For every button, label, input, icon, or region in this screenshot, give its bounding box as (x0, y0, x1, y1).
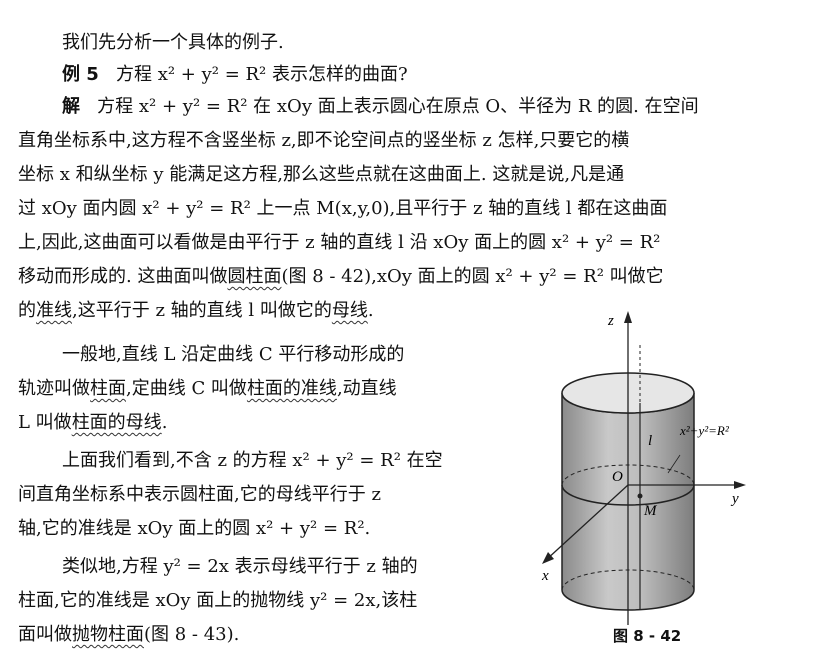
general-line-3: L 叫做柱面的母线. (18, 410, 498, 436)
y-axis-label: y (730, 491, 739, 507)
solution-text-7a: 的 (18, 300, 36, 321)
similar-text-3a: 面叫做 (18, 624, 72, 645)
origin-label: O (612, 469, 623, 485)
solution-text-7b: ,这平行于 z 轴的直线 l 叫做它的 (72, 300, 332, 321)
term-cylindrical-surface: 柱面 (90, 378, 126, 399)
intro-text: 我们先分析一个具体的例子. (62, 32, 284, 53)
point-m-label: M (643, 503, 658, 519)
general-text-2a: 轨迹叫做 (18, 378, 90, 399)
general-text-3b: . (161, 412, 168, 433)
term-cylinder: 圆柱面 (227, 266, 282, 287)
solution-line-3: 坐标 x 和纵坐标 y 能满足这方程,那么这些点就在这曲面上. 这就是说,凡是通 (18, 164, 625, 185)
solution-line-5: 上,因此,这曲面可以看做是由平行于 z 轴的直线 l 沿 xOy 面上的圆 x²… (18, 232, 661, 253)
figure-caption: 图 8 - 42 (613, 627, 682, 645)
equation-label: x²+y²=R² (679, 423, 730, 438)
x-axis-label: x (541, 568, 549, 584)
point-m (637, 493, 643, 499)
similar-line-3: 面叫做抛物柱面(图 8 - 43). (18, 622, 498, 648)
general-text-2c: ,动直线 (336, 378, 397, 399)
x-axis (545, 484, 629, 561)
general-text-2b: ,定曲线 C 叫做 (126, 378, 247, 399)
solution-text-6b: (图 8 - 42),xOy 面上的圆 x² + y² = R² 叫做它 (281, 266, 664, 287)
solution-line-2: 直角坐标系中,这方程不含竖坐标 z,即不论空间点的竖坐标 z 怎样,只要它的横 (18, 130, 630, 151)
solution-line-7: 的准线,这平行于 z 轴的直线 l 叫做它的母线. (18, 298, 808, 324)
term-parabolic-cylinder: 抛物柱面 (72, 624, 144, 645)
x-axis-arrow (542, 552, 554, 564)
z-axis-label: z (607, 313, 614, 329)
similar-line-2: 柱面,它的准线是 xOy 面上的抛物线 y² = 2x,该柱 (18, 590, 418, 611)
solution-line-1: 解 方程 x² + y² = R² 在 xOy 面上表示圆心在原点 O、半径为 … (62, 94, 699, 120)
term-directrix: 准线 (36, 300, 72, 321)
solution-line-4: 过 xOy 面内圆 x² + y² = R² 上一点 M(x,y,0),且平行于… (18, 198, 668, 219)
example-question: 方程 x² + y² = R² 表示怎样的曲面? (115, 64, 408, 85)
y-axis-arrow (734, 481, 746, 489)
term-surface-generatrix: 柱面的母线 (71, 412, 162, 433)
solution-text-1: 方程 x² + y² = R² 在 xOy 面上表示圆心在原点 O、半径为 R … (97, 96, 699, 117)
term-generatrix: 母线 (331, 300, 368, 321)
figure-8-42: z y x O M l x²+y²=R² (520, 305, 800, 650)
above-line-1: 上面我们看到,不含 z 的方程 x² + y² = R² 在空 (62, 450, 443, 471)
line-l-label: l (648, 433, 652, 449)
similar-text-3b: (图 8 - 43). (144, 624, 240, 645)
z-axis-arrow (624, 311, 632, 323)
solution-text-7c: . (367, 300, 374, 321)
general-text-3a: L 叫做 (18, 412, 72, 433)
general-line-2: 轨迹叫做柱面,定曲线 C 叫做柱面的准线,动直线 (18, 376, 498, 402)
cylinder-diagram: z y x O M l x²+y²=R² (541, 311, 746, 625)
example-label: 例 5 (62, 64, 99, 85)
solution-text-6a: 移动而形成的. 这曲面叫做 (18, 266, 228, 287)
similar-line-1: 类似地,方程 y² = 2x 表示母线平行于 z 轴的 (62, 556, 418, 577)
example-5-line: 例 5 方程 x² + y² = R² 表示怎样的曲面? (62, 62, 408, 88)
general-line-1: 一般地,直线 L 沿定曲线 C 平行移动形成的 (62, 344, 405, 365)
solution-label: 解 (62, 96, 80, 117)
term-surface-directrix: 柱面的准线 (246, 378, 337, 399)
above-line-3: 轴,它的准线是 xOy 面上的圆 x² + y² = R². (18, 518, 371, 539)
above-line-2: 间直角坐标系中表示圆柱面,它的母线平行于 z (18, 484, 381, 505)
solution-line-6: 移动而形成的. 这曲面叫做圆柱面(图 8 - 42),xOy 面上的圆 x² +… (18, 264, 808, 290)
equation-leader (667, 454, 681, 474)
